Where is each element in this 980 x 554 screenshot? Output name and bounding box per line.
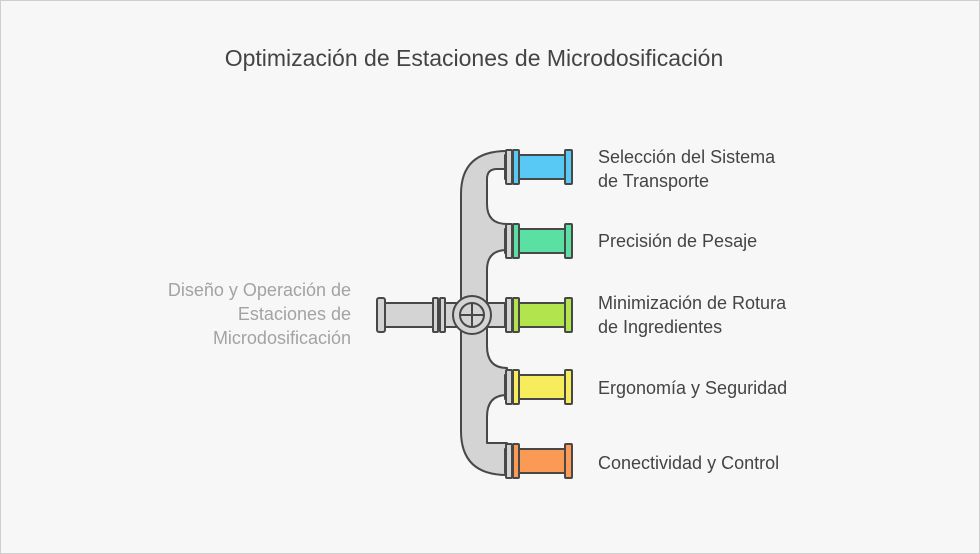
branch-label-line: Minimización de Rotura	[598, 293, 787, 313]
branch-label-ergonomics: Ergonomía y Seguridad	[598, 376, 787, 400]
branch-coupling-ergonomics	[512, 369, 520, 405]
branch-flange-transport	[505, 149, 513, 185]
branch-label-line: Precisión de Pesaje	[598, 231, 758, 251]
branch-end-cap-connectivity	[564, 443, 573, 479]
branch-flange-connectivity	[505, 443, 513, 479]
branch-end-cap-weighing	[564, 223, 573, 259]
source-label-line: Estaciones de	[237, 304, 351, 324]
branch-pipe-ergonomics	[516, 374, 568, 400]
branch-pipe-breakage	[516, 302, 568, 328]
branch-flange-ergonomics	[505, 369, 513, 405]
branch-label-connectivity: Conectividad y Control	[598, 451, 779, 475]
source-label-line: Diseño y Operación de	[167, 280, 351, 300]
input-pipe-coupling-1	[432, 297, 439, 333]
input-pipe-flange	[376, 297, 386, 333]
branch-label-breakage: Minimización de Rotura de Ingredientes	[598, 291, 786, 339]
branch-label-line: Ergonomía y Seguridad	[598, 378, 788, 398]
branch-end-cap-breakage	[564, 297, 573, 333]
branch-label-line: Selección del Sistema	[598, 147, 776, 167]
branch-flange-weighing	[505, 223, 513, 259]
branch-label-line: Conectividad y Control	[598, 453, 780, 473]
branch-coupling-weighing	[512, 223, 520, 259]
branch-label-transport: Selección del Sistema de Transporte	[598, 145, 775, 193]
branch-pipe-connectivity	[516, 448, 568, 474]
branch-end-cap-transport	[564, 149, 573, 185]
branch-end-cap-ergonomics	[564, 369, 573, 405]
branch-coupling-connectivity	[512, 443, 520, 479]
branch-label-line: de Transporte	[598, 171, 710, 191]
branch-label-line: de Ingredientes	[598, 317, 723, 337]
branch-coupling-transport	[512, 149, 520, 185]
branch-flange-breakage	[505, 297, 513, 333]
source-label-line: Microdosificación	[212, 328, 351, 348]
diagram-title: Optimización de Estaciones de Microdosif…	[224, 45, 724, 71]
branch-pipe-weighing	[516, 228, 568, 254]
branch-label-weighing: Precisión de Pesaje	[598, 229, 757, 253]
branch-coupling-breakage	[512, 297, 520, 333]
source-label: Diseño y Operación de Estaciones de Micr…	[101, 278, 351, 350]
input-pipe-coupling-2	[439, 297, 446, 333]
branch-pipe-transport	[516, 154, 568, 180]
